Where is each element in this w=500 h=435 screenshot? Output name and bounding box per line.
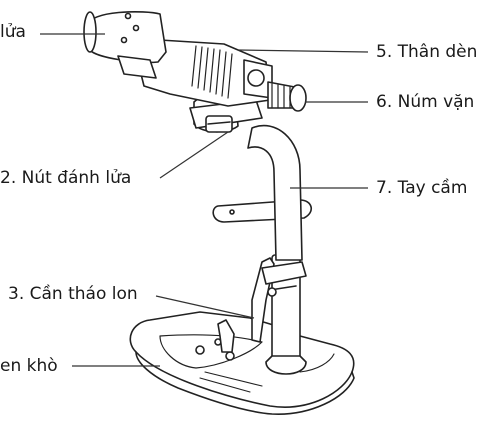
lever-bracket: [261, 261, 307, 285]
air-hole-1: [124, 12, 132, 20]
base-plate-edge: [135, 351, 355, 415]
base-plate: [129, 311, 355, 408]
knob-ridges: [271, 83, 291, 109]
label-base: en khò: [0, 356, 58, 376]
label-igniter: 2. Nút đánh lửa: [0, 168, 132, 188]
burner-bracket: [117, 55, 157, 79]
lever-pivot: [267, 287, 277, 297]
base-screw-1: [195, 345, 205, 355]
column-foot: [265, 355, 307, 375]
leader-release: [155, 295, 255, 319]
label-release: 3. Cần tháo lon: [8, 284, 138, 304]
label-handle: 7. Tay cầm: [376, 178, 468, 198]
air-hole-2: [132, 24, 140, 32]
handle-tube: [247, 124, 303, 261]
can-clip: [217, 319, 235, 353]
label-knob: 6. Núm vặn: [376, 92, 475, 112]
body-grip-ridges: [191, 45, 233, 99]
bracket-hole: [229, 209, 235, 215]
base-recess: [159, 334, 263, 369]
base-screw-2: [225, 351, 235, 361]
knob-face: [289, 84, 307, 112]
leader-body: [237, 49, 369, 53]
label-body: 5. Thân dèn: [376, 42, 478, 62]
leader-igniter: [159, 131, 229, 179]
igniter-block: [205, 115, 233, 133]
label-nozzle: lửa: [0, 22, 26, 42]
air-hole-3: [120, 36, 128, 44]
burner-mouth: [83, 11, 97, 53]
burner-tube: [87, 11, 167, 64]
